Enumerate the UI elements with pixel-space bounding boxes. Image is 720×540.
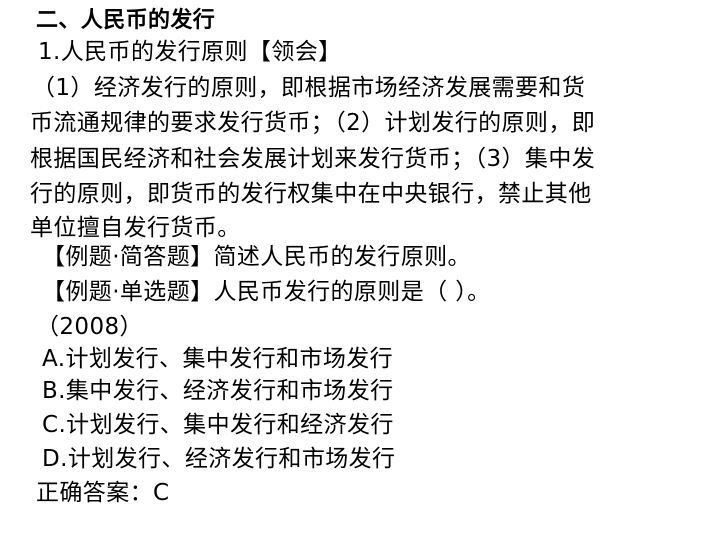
option-d: D.计划发行、经济发行和市场发行 (42, 446, 396, 472)
section-heading: 二、人民币的发行 (36, 8, 216, 33)
option-c: C.计划发行、集中发行和经济发行 (42, 412, 394, 438)
correct-answer: 正确答案：C (36, 480, 170, 506)
example-year: （2008） (36, 314, 143, 340)
paragraph-line: 行的原则，即货币的发行权集中在中央银行，禁止其他 (30, 181, 592, 207)
paragraph-line: 单位擅自发行货币。 (30, 215, 241, 241)
example-short-answer: 【例题·简答题】简述人民币的发行原则。 (42, 244, 471, 270)
principle-subheading: 1.人民币的发行原则【领会】 (38, 39, 342, 65)
paragraph-line: （1）经济发行的原则，即根据市场经济发展需要和货 (32, 75, 586, 101)
paragraph-line: 币流通规律的要求发行货币；（2）计划发行的原则，即 (30, 110, 596, 136)
option-b: B.集中发行、经济发行和市场发行 (42, 378, 394, 404)
option-a: A.计划发行、集中发行和市场发行 (42, 346, 394, 372)
paragraph-line: 根据国民经济和社会发展计划来发行货币；（3）集中发 (30, 146, 596, 172)
example-single-choice: 【例题·单选题】人民币发行的原则是（ ）。 (42, 279, 491, 305)
